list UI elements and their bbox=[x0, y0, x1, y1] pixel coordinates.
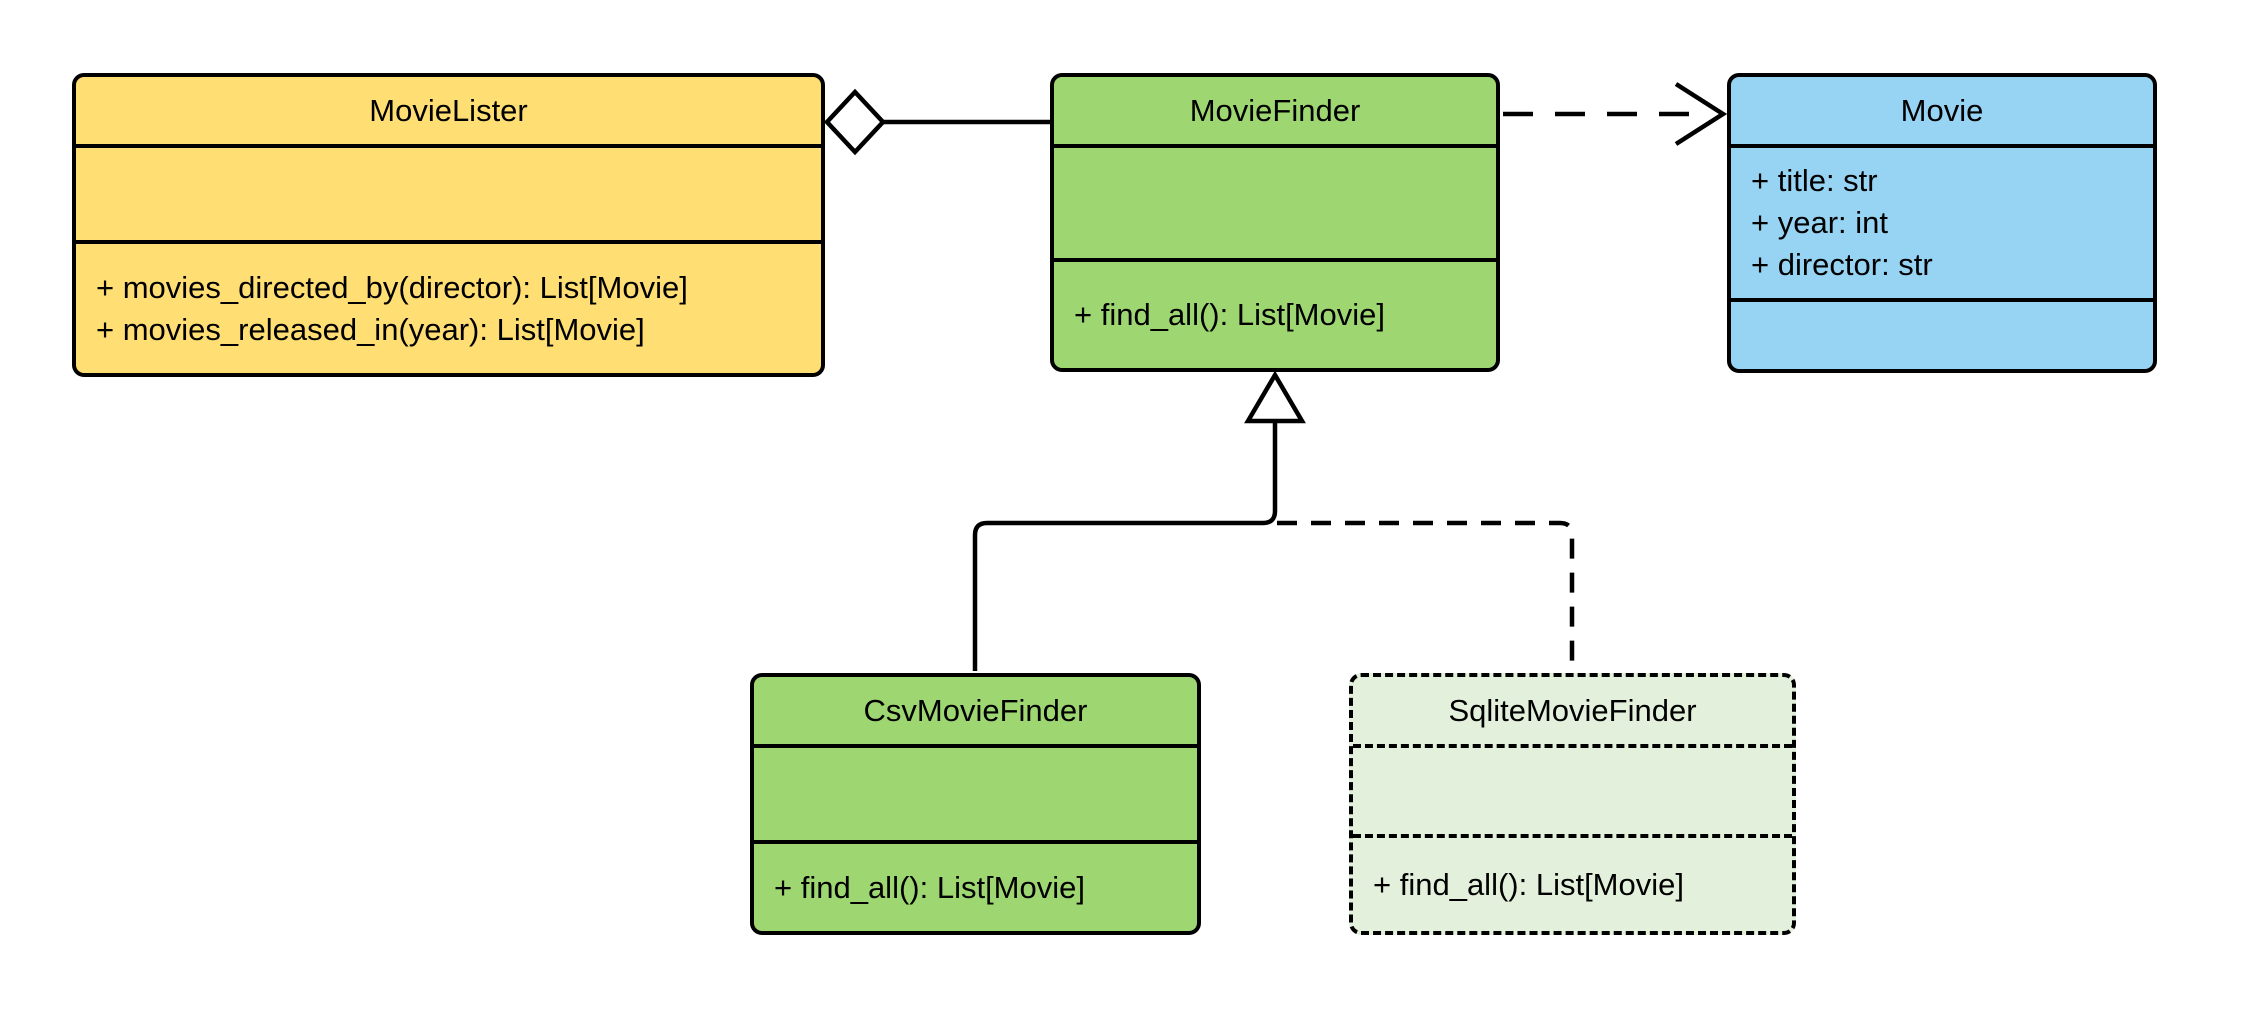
attribute-row: + director: str bbox=[1751, 247, 1933, 282]
class-attributes-csvmoviefinder bbox=[754, 744, 1197, 840]
dependency-open-arrowhead bbox=[1674, 82, 1728, 146]
generalization-hollow-triangle bbox=[1244, 370, 1306, 424]
class-box-movielister[interactable]: MovieLister + movies_directed_by(directo… bbox=[72, 73, 825, 377]
method-row: + find_all(): List[Movie] bbox=[1074, 297, 1385, 332]
class-attributes-movielister bbox=[76, 144, 821, 240]
class-title-movie: Movie bbox=[1900, 92, 1984, 128]
attribute-row: + year: int bbox=[1751, 205, 1888, 240]
class-methods-movielister: + movies_directed_by(director): List[Mov… bbox=[76, 240, 821, 373]
aggregation-connector-movielister-moviefinder[interactable] bbox=[823, 88, 1052, 156]
class-methods-moviefinder: + find_all(): List[Movie] bbox=[1054, 258, 1496, 368]
class-box-sqlitemoviefinder[interactable]: SqliteMovieFinder + find_all(): List[Mov… bbox=[1349, 673, 1796, 935]
class-attributes-moviefinder bbox=[1054, 144, 1496, 258]
class-methods-movie bbox=[1731, 298, 2153, 369]
class-methods-sqlitemoviefinder: + find_all(): List[Movie] bbox=[1353, 834, 1792, 931]
class-methods-csvmoviefinder: + find_all(): List[Movie] bbox=[754, 840, 1197, 931]
class-box-csvmoviefinder[interactable]: CsvMovieFinder + find_all(): List[Movie] bbox=[750, 673, 1201, 935]
method-row: + find_all(): List[Movie] bbox=[1373, 866, 1684, 902]
generalization-connector-sqlitemoviefinder-moviefinder[interactable] bbox=[1277, 520, 1575, 671]
aggregation-hollow-diamond bbox=[823, 88, 887, 156]
class-title-moviefinder: MovieFinder bbox=[1189, 92, 1361, 128]
class-title-movielister: MovieLister bbox=[369, 92, 528, 128]
class-title-sqlitemoviefinder: SqliteMovieFinder bbox=[1448, 692, 1697, 728]
method-row: + movies_directed_by(director): List[Mov… bbox=[96, 269, 688, 305]
method-row: + find_all(): List[Movie] bbox=[774, 869, 1085, 905]
class-attributes-sqlitemoviefinder bbox=[1353, 744, 1792, 834]
dependency-connector-moviefinder-movie[interactable] bbox=[1503, 82, 1728, 146]
class-title-csvmoviefinder: CsvMovieFinder bbox=[863, 692, 1088, 728]
attribute-row: + title: str bbox=[1751, 163, 1878, 198]
class-box-movie[interactable]: Movie + title: str + year: int + directo… bbox=[1727, 73, 2157, 373]
class-box-moviefinder[interactable]: MovieFinder + find_all(): List[Movie] bbox=[1050, 73, 1500, 372]
generalization-connector-csvmoviefinder-moviefinder[interactable] bbox=[972, 370, 1306, 671]
class-attributes-movie: + title: str + year: int + director: str bbox=[1731, 144, 2153, 298]
method-row: + movies_released_in(year): List[Movie] bbox=[96, 311, 645, 347]
